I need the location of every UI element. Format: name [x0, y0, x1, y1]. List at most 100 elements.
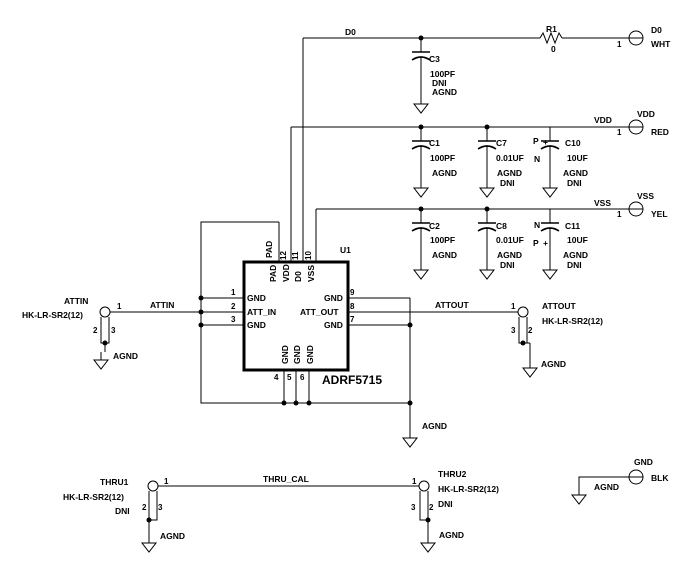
c1-value: 100PF: [430, 153, 455, 163]
c11-pos: P: [533, 238, 539, 248]
attin-gnd: AGND: [113, 351, 138, 361]
c3-value: 100PF: [430, 69, 455, 79]
thru2-gnd: AGND: [439, 530, 464, 540]
tp-vdd-color: RED: [651, 127, 669, 137]
thru1-gnd: AGND: [160, 531, 185, 541]
thru1-ref: THRU1: [100, 477, 129, 487]
thru1-part: HK-LR-SR2(12): [63, 492, 124, 502]
u1-pin4-name: GND: [280, 345, 290, 364]
thru2-pin1: 1: [412, 477, 417, 486]
thru-cal-net-label: THRU_CAL: [263, 474, 309, 484]
c3-ref: C3: [429, 54, 440, 64]
c7-dni: DNI: [500, 178, 515, 188]
u1-pin7-name: GND: [324, 320, 343, 330]
u1-pin11-number: 11: [291, 251, 300, 260]
thru-cal-net: THRU_CAL: [147, 474, 430, 492]
connector-attout: ATTOUT 1 3 2 ATTOUT HK-LR-SR2(12) AGND: [435, 300, 603, 378]
d0-net: D0 R1 0 C3 100PF DNI AGND: [303, 24, 629, 114]
u1-pin5-number: 5: [287, 373, 292, 382]
tp-vdd: 1 VDD RED: [617, 109, 669, 137]
c10-neg: N: [534, 154, 540, 164]
tp-gnd-agnd: AGND: [594, 482, 619, 492]
attout-pin3: 3: [511, 326, 516, 335]
c8-gnd: AGND: [497, 250, 522, 260]
u1-pin10-number: 10: [304, 251, 313, 260]
u1-pin2-number: 2: [231, 302, 236, 311]
c8-ref: C8: [496, 221, 507, 231]
c1-ref: C1: [429, 138, 440, 148]
svg-text:+: +: [543, 238, 548, 248]
c10-value: 10UF: [567, 153, 588, 163]
attin-pin2: 2: [93, 326, 98, 335]
u1-pad-name: PAD: [268, 265, 278, 282]
tp-d0-name: D0: [651, 25, 662, 35]
r1-value: 0: [551, 44, 556, 54]
attin-pin3: 3: [111, 326, 116, 335]
u1-part: ADRF5715: [322, 373, 382, 387]
u1-chip: U1 ADRF5715 1 2 3 GND ATT_IN GND 9 8 7 G…: [201, 38, 518, 403]
thru2-pin3: 3: [411, 503, 416, 512]
thru1-pin2: 2: [142, 503, 147, 512]
thru2-pin2: 2: [429, 503, 434, 512]
attout-pin1: 1: [511, 302, 516, 311]
vss-net: VSS C2 100PF AGND C8 0.01UF AGND DNI N P…: [316, 198, 629, 280]
c7-ref: C7: [496, 138, 507, 148]
connector-attin: ATTIN 1 2 3 ATTIN HK-LR-SR2(12) AGND: [22, 296, 204, 370]
c2-gnd: AGND: [432, 250, 457, 260]
c11-ref: C11: [565, 221, 580, 231]
u1-pin1-number: 1: [231, 288, 236, 297]
tp-vss-color: YEL: [651, 209, 668, 219]
thru2-dni: DNI: [438, 499, 453, 509]
attout-ref: ATTOUT: [542, 301, 576, 311]
attin-ref: ATTIN: [64, 296, 88, 306]
thru2-part: HK-LR-SR2(12): [438, 484, 499, 494]
d0-net-label: D0: [345, 27, 356, 37]
connector-thru2: 1 3 2 THRU2 HK-LR-SR2(12) DNI AGND: [411, 469, 499, 553]
u1-pin9-name: GND: [324, 293, 343, 303]
c10-pos: P: [533, 136, 539, 146]
u1-pin3-name: GND: [247, 320, 266, 330]
u1-pin9-number: 9: [350, 288, 355, 297]
tp-gnd-color: BLK: [651, 473, 669, 483]
u1-pin4-number: 4: [274, 373, 279, 382]
u1-pin12-number: 12: [279, 251, 288, 260]
c10-gnd: AGND: [563, 168, 588, 178]
c2-value: 100PF: [430, 235, 455, 245]
thru1-pin1: 1: [164, 477, 169, 486]
u1-pin1-name: GND: [247, 293, 266, 303]
c11-gnd: AGND: [563, 250, 588, 260]
c1-gnd: AGND: [432, 168, 457, 178]
u1-pin6-number: 6: [300, 373, 305, 382]
u1-pin7-number: 7: [350, 315, 355, 324]
thru1-dni: DNI: [115, 506, 130, 516]
vdd-net: VDD C1 100PF AGND C7 0.01UF AGND DNI P N…: [291, 115, 629, 198]
tp-vss-name: VSS: [637, 191, 654, 201]
tp-d0-color: WHT: [651, 39, 671, 49]
tp-gnd: GND BLK AGND: [571, 457, 669, 505]
attout-part: HK-LR-SR2(12): [542, 316, 603, 326]
attin-net-label: ATTIN: [150, 300, 174, 310]
u1-pin3-number: 3: [231, 315, 236, 324]
c3-gnd: AGND: [432, 87, 457, 97]
tp-vss-pin: 1: [617, 210, 622, 219]
c11-neg: N: [534, 220, 540, 230]
tp-d0: 1 D0 WHT: [617, 25, 671, 49]
attin-part: HK-LR-SR2(12): [22, 310, 83, 320]
agnd-u1-label: AGND: [422, 421, 447, 431]
u1-pin12-name: VDD: [281, 264, 291, 282]
connector-thru1: 1 2 3 THRU1 HK-LR-SR2(12) DNI AGND: [63, 477, 185, 553]
tp-d0-pin: 1: [617, 40, 622, 49]
c10-dni: DNI: [567, 178, 582, 188]
c2-ref: C2: [429, 221, 440, 231]
u1-pin5-name: GND: [292, 345, 302, 364]
c8-dni: DNI: [500, 260, 515, 270]
u1-pin2-name: ATT_IN: [247, 307, 276, 317]
c7-value: 0.01UF: [496, 153, 524, 163]
attin-pin1: 1: [117, 302, 122, 311]
svg-text:+: +: [543, 137, 548, 147]
vdd-net-label: VDD: [594, 115, 612, 125]
tp-vdd-pin: 1: [617, 128, 622, 137]
u1-pin8-name: ATT_OUT: [300, 307, 339, 317]
attout-gnd: AGND: [541, 359, 566, 369]
